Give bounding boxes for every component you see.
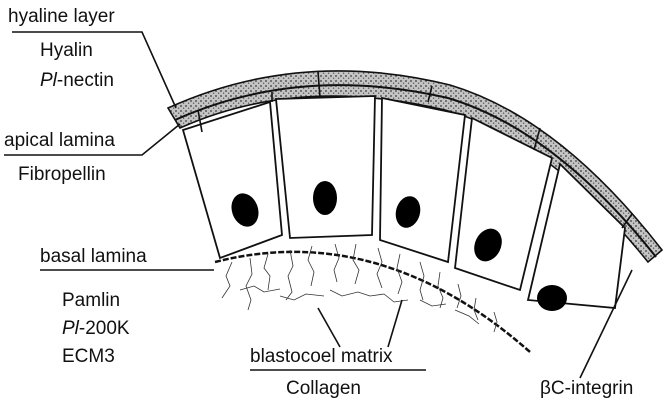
label-pl-nectin-prefix: Pl — [40, 70, 58, 91]
label-fibropellin: Fibropellin — [18, 164, 106, 185]
nucleus-5 — [537, 285, 567, 311]
label-pl-nectin: Pl-nectin — [40, 70, 114, 91]
cell-2 — [276, 96, 375, 238]
label-bc-integrin: βC-integrin — [540, 378, 633, 399]
label-pl-200k-suffix: -200K — [79, 318, 130, 339]
label-pamlin: Pamlin — [62, 290, 120, 311]
label-hyaline-layer: hyaline layer — [8, 6, 115, 27]
label-hyalin: Hyalin — [40, 40, 93, 61]
label-pl-200k-prefix: Pl — [62, 318, 80, 339]
label-apical-lamina: apical lamina — [4, 130, 115, 151]
cell-3 — [380, 98, 465, 262]
leader-blastocoel-b — [388, 300, 402, 347]
label-pl-200k: Pl-200K — [62, 318, 130, 339]
label-pl-nectin-suffix: -nectin — [57, 70, 114, 91]
cell-1 — [183, 102, 282, 258]
leader-blastocoel-a — [318, 308, 340, 347]
nucleus-2 — [313, 181, 337, 215]
label-ecm3: ECM3 — [62, 346, 115, 367]
label-basal-lamina: basal lamina — [40, 246, 147, 267]
label-collagen: Collagen — [286, 378, 361, 399]
label-blastocoel-matrix: blastocoel matrix — [250, 346, 393, 367]
